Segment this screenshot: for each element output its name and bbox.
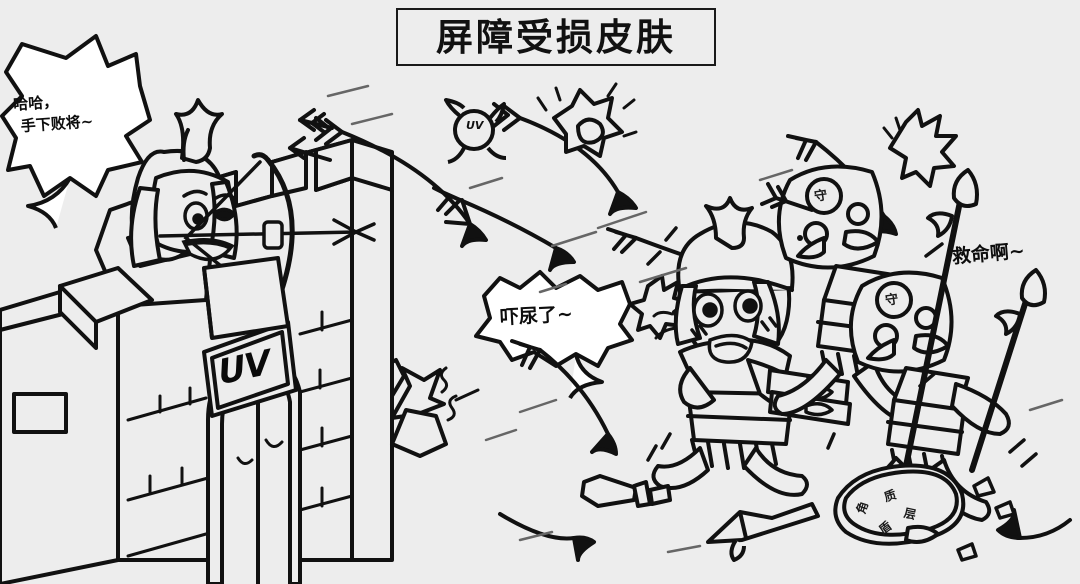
flying-arrows bbox=[288, 102, 1072, 562]
archer-quiver bbox=[202, 256, 290, 340]
uv-arrow-rider bbox=[444, 98, 507, 164]
archer-speech-text: 哈哈， 手下败将~ bbox=[13, 89, 94, 138]
impact-burst-top-right bbox=[888, 108, 958, 188]
round-shield-ground bbox=[833, 463, 966, 546]
shield-emblem-front: 守 bbox=[884, 292, 900, 309]
motion-dash-marks bbox=[646, 226, 1038, 468]
motion-speed-lines bbox=[326, 84, 1064, 554]
dropped-sword bbox=[580, 474, 672, 508]
ground-debris bbox=[956, 476, 1016, 562]
burst-speed-lines-1 bbox=[536, 82, 638, 138]
uv-arrow-rider-label: UV bbox=[466, 119, 484, 132]
castle-rubble bbox=[390, 358, 448, 458]
fleeing-soldier-speech-text: 吓尿了~ bbox=[499, 303, 574, 329]
rubble-motion-marks bbox=[439, 366, 480, 422]
shield-soldier-front bbox=[844, 270, 1011, 522]
soldier-spears bbox=[903, 168, 1047, 473]
speech-bubble-archer bbox=[0, 34, 152, 229]
archer-platform bbox=[58, 266, 154, 350]
dropped-spear bbox=[706, 502, 820, 562]
page-title-box: 屏障受损皮肤 bbox=[396, 8, 716, 66]
shield-emblem-back: 守 bbox=[813, 188, 829, 205]
gate-detail-marks bbox=[236, 438, 284, 465]
impact-burst-top-mid bbox=[552, 88, 624, 158]
castle-structure bbox=[0, 138, 394, 584]
castle-brick-lines bbox=[126, 310, 354, 558]
page-title: 屏障受损皮肤 bbox=[436, 14, 676, 59]
burst-speed-lines-2 bbox=[882, 116, 902, 140]
terrified-soldier-face bbox=[652, 289, 778, 364]
